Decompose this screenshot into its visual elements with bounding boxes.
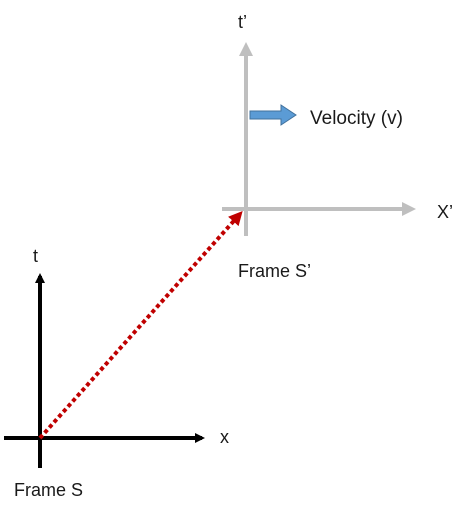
frame-s-time-axis-label: t <box>33 246 38 266</box>
frame-s-prime-caption: Frame S’ <box>238 261 311 281</box>
frame-s-prime-space-axis-label: X’ <box>437 202 453 222</box>
frame-s-prime-time-axis-label: t’ <box>238 12 247 32</box>
frame-s-prime-axes <box>222 42 416 236</box>
velocity-arrow-icon <box>249 104 297 126</box>
frame-s-space-axis-label: x <box>220 427 229 447</box>
displacement-dotted-arrow <box>38 211 243 440</box>
velocity-label: Velocity (v) <box>310 108 403 129</box>
frame-s-axes <box>4 273 205 468</box>
frame-s-caption: Frame S <box>14 480 83 500</box>
